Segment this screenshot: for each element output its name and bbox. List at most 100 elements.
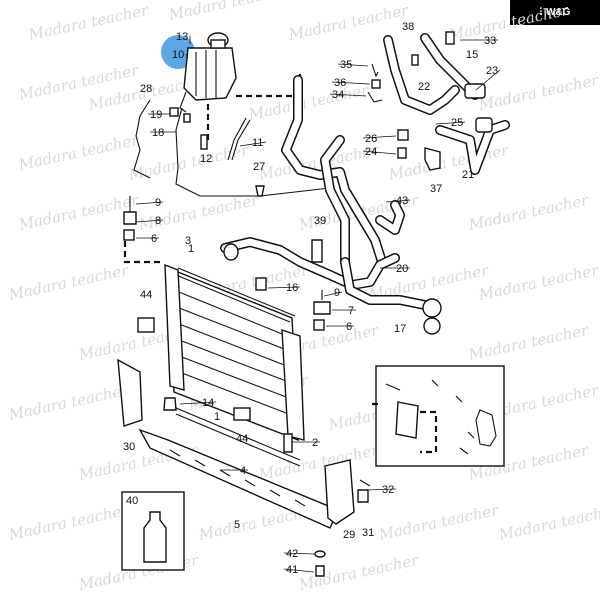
part-label-2: 2: [312, 437, 318, 449]
leader-line: [283, 552, 315, 555]
washer-42: [314, 550, 326, 558]
watermark-text: Madara teacher: [296, 551, 421, 594]
clip-32: [359, 479, 371, 487]
part-label-34: 34: [332, 89, 344, 101]
clip-24: [397, 147, 407, 159]
coolant-bottle: [143, 511, 167, 563]
sensor-12: [200, 134, 208, 150]
part-label-17: 17: [394, 323, 406, 335]
part-label-7: 7: [348, 305, 354, 317]
watermark-text: Madara teacher: [166, 0, 291, 24]
part-label-26: 26: [365, 133, 377, 145]
watermark-text: Madara teacher: [476, 71, 600, 114]
part-label-44: 44: [236, 433, 248, 445]
part-label-15: 15: [466, 49, 478, 61]
part-label-9: 9: [334, 287, 340, 299]
part-label-24: 24: [365, 146, 377, 158]
bolt-35: [371, 63, 379, 78]
part-label-19: 19: [150, 109, 162, 121]
dashed-guide: [236, 70, 302, 98]
part-label-42: 42: [286, 548, 298, 560]
watermark-text: Madara teacher: [376, 501, 501, 544]
leader-line: [323, 291, 343, 297]
part-label-38: 38: [402, 21, 414, 33]
watermark-text: Madara teacher: [246, 81, 371, 124]
hose-11b: [227, 117, 247, 161]
heater-hose-group: [383, 31, 510, 175]
leader-line: [337, 63, 369, 67]
part-label-6: 6: [346, 321, 352, 333]
bushing-44b: [233, 407, 251, 421]
watermark-text: Madara teacher: [466, 191, 591, 234]
deflector-29: [324, 459, 355, 525]
hose-28: [133, 99, 151, 179]
part-label-23: 23: [486, 65, 498, 77]
hose-11: [231, 119, 251, 161]
watermark-text: Madara teacher: [6, 261, 131, 304]
part-label-39: 39: [314, 215, 326, 227]
part-label-12: 12: [200, 153, 212, 165]
leader-line: [135, 219, 164, 223]
watermark-text: Madara teacher: [466, 321, 591, 364]
part-label-5: 5: [234, 519, 240, 531]
part-label-4: 4: [240, 465, 246, 477]
part-label-27: 27: [253, 161, 265, 173]
wg-logo-icon: ⫶: [539, 7, 543, 18]
watermark-text: Madara teacher: [496, 501, 600, 544]
part-label-21: 21: [462, 169, 474, 181]
part-label-8: 8: [155, 215, 161, 227]
part-label-3: 3: [185, 235, 191, 247]
clip-16: [255, 277, 267, 291]
part-label-20: 20: [396, 263, 408, 275]
part-label-10: 10: [172, 49, 184, 61]
clip-26: [397, 129, 409, 141]
part-label-9: 9: [155, 197, 161, 209]
lower-hose-group: [220, 237, 442, 335]
expansion-tank: [179, 32, 237, 113]
mount-6: [123, 229, 135, 241]
clip-36: [371, 79, 381, 89]
inset-fasteners: [385, 379, 475, 455]
part-label-33: 33: [484, 35, 496, 47]
part-label-6: 6: [151, 233, 157, 245]
part-label-41: 41: [286, 564, 298, 576]
clip-34: [367, 91, 383, 103]
drain-plug-2: [283, 433, 293, 453]
watermark-text: Madara teacher: [16, 131, 141, 174]
leader-line: [283, 568, 315, 573]
inset-bracket: [475, 409, 497, 447]
inset-box: [375, 365, 505, 467]
watermark-text: Madara teacher: [256, 441, 381, 484]
mount-6b: [313, 319, 325, 331]
bar-14: [175, 407, 301, 467]
leader-line: [239, 141, 267, 147]
clamp-39: [311, 239, 323, 263]
part-label-18: 18: [152, 127, 164, 139]
leader-line: [267, 286, 301, 289]
leader-line: [362, 150, 397, 155]
part-label-16: 16: [286, 282, 298, 294]
watermark-text: Madara teacher: [446, 1, 571, 44]
leader-line: [362, 135, 397, 139]
leader-line: [385, 199, 411, 203]
inset-dash: [370, 402, 438, 454]
part-label-30: 30: [123, 441, 135, 453]
inset-module: [395, 401, 419, 439]
bracket-7: [313, 301, 331, 315]
clip-31: [357, 489, 369, 503]
part-label-25: 25: [451, 117, 463, 129]
watermark-text: Madara teacher: [16, 191, 141, 234]
upper-hose-group: [281, 75, 405, 267]
bracket-8: [123, 211, 137, 225]
part-label-14: 14: [202, 397, 214, 409]
part-label-43: 43: [396, 195, 408, 207]
brand-text: W&G: [546, 7, 571, 18]
leader-line: [329, 93, 367, 97]
dashed-guide: [123, 240, 160, 264]
mount-14: [163, 397, 177, 411]
leader-line: [365, 488, 397, 491]
leader-line: [135, 201, 164, 205]
part-label-36: 36: [334, 77, 346, 89]
